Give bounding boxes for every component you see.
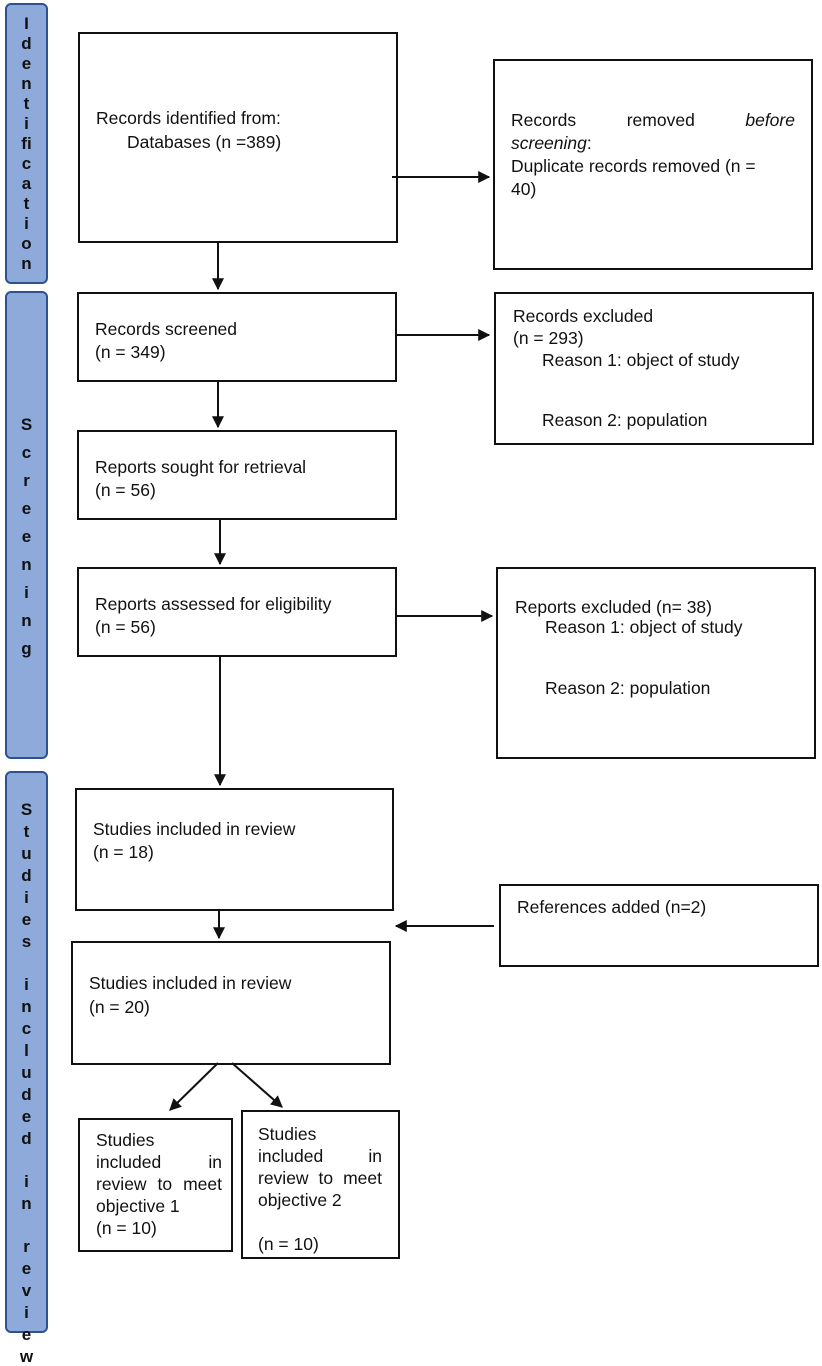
- phase-letter: d: [21, 34, 32, 53]
- records-excluded-reason-1: Reason 1: object of study: [542, 350, 740, 370]
- reports-excluded-label: Reports excluded (n= 38): [515, 597, 712, 617]
- phase-letter: i: [24, 1172, 29, 1191]
- arrow-included-to-objective-2: [231, 1062, 283, 1108]
- records-screened-box: Records screened (n = 349): [77, 292, 397, 382]
- studies-included-20-count: (n = 20): [89, 997, 150, 1017]
- reports-assessed-box: Reports assessed for eligibility (n = 56…: [77, 567, 397, 657]
- phase-letter: s: [21, 932, 32, 951]
- phase-letter: c: [21, 154, 32, 173]
- phase-letter: t: [23, 94, 30, 113]
- phase-letter: g: [21, 639, 32, 658]
- phase-letter: i: [24, 1303, 29, 1322]
- phase-letter: I: [24, 14, 29, 33]
- phase-letter: i: [24, 888, 29, 907]
- reports-excluded-reason-1: Reason 1: object of study: [545, 617, 743, 637]
- reports-excluded-reason-2: Reason 2: population: [545, 678, 711, 698]
- objective-1-count: (n = 10): [96, 1218, 157, 1238]
- objective-1-box: Studies included in review to meet objec…: [78, 1118, 233, 1252]
- studies-included-20-label: Studies included in review: [89, 973, 292, 993]
- phase-letter: n: [21, 74, 32, 93]
- records-identified-label: Records identified from:: [96, 108, 281, 128]
- records-removed-word-records: Records: [511, 110, 577, 130]
- phase-letter: n: [21, 1194, 32, 1213]
- phase-letter: e: [21, 1107, 32, 1126]
- phase-letter: l: [24, 1041, 29, 1060]
- phase-letter: i: [24, 214, 29, 233]
- records-removed-word-before: before: [745, 110, 795, 130]
- phase-letter: d: [21, 1085, 32, 1104]
- phase-letter: e: [21, 1259, 32, 1278]
- objective-1-text: Studies included in review to meet objec…: [96, 1130, 222, 1216]
- reports-sought-box: Reports sought for retrieval (n = 56): [77, 430, 397, 520]
- phase-letter: e: [21, 1325, 32, 1344]
- phase-letter: r: [23, 1237, 30, 1256]
- phase-letter: d: [21, 1129, 32, 1148]
- records-excluded-count: (n = 293): [513, 328, 584, 348]
- phase-letter: S: [20, 415, 33, 434]
- phase-letter: i: [24, 114, 29, 133]
- phase-letter: o: [21, 234, 32, 253]
- phase-letter: fi: [21, 134, 32, 153]
- phase-letter: i: [24, 975, 29, 994]
- reports-sought-count: (n = 56): [95, 480, 156, 500]
- phase-letter: w: [19, 1347, 34, 1366]
- phase-letter: r: [23, 471, 30, 490]
- studies-included-18-count: (n = 18): [93, 842, 154, 862]
- records-screened-count: (n = 349): [95, 342, 166, 362]
- phase-letter: e: [21, 499, 32, 518]
- records-removed-colon: :: [586, 133, 592, 153]
- records-excluded-label: Records excluded: [513, 306, 654, 326]
- arrow-included-to-objective-1: [169, 1062, 219, 1111]
- phase-letter: a: [21, 174, 32, 193]
- phase-letter: c: [21, 443, 32, 462]
- reports-excluded-box: Reports excluded (n= 38) Reason 1: objec…: [496, 567, 816, 759]
- phase-letter: S: [20, 800, 33, 819]
- studies-included-18-box: Studies included in review (n = 18): [75, 788, 394, 911]
- objective-2-box: Studies included in review to meet objec…: [241, 1110, 400, 1259]
- phase-letter: v: [21, 1281, 32, 1300]
- phase-letter: n: [21, 555, 32, 574]
- phase-letter: c: [21, 1019, 32, 1038]
- records-excluded-box: Records excluded (n = 293) Reason 1: obj…: [494, 292, 814, 445]
- records-identified-box: Records identified from: Databases (n =3…: [78, 32, 398, 243]
- databases-count: Databases (n =389): [127, 132, 282, 152]
- phase-letter: u: [21, 844, 32, 863]
- reports-assessed-label: Reports assessed for eligibility: [95, 594, 332, 614]
- records-screened-label: Records screened: [95, 319, 238, 339]
- phase-letter: n: [21, 254, 32, 273]
- phase-letter: u: [21, 1063, 32, 1082]
- phase-letter: e: [21, 910, 32, 929]
- phase-letter: n: [21, 997, 32, 1016]
- objective-2-text: Studies included in review to meet objec…: [258, 1124, 382, 1210]
- references-added-label: References added (n=2): [517, 897, 707, 917]
- phase-letter: e: [21, 527, 32, 546]
- objective-2-count: (n = 10): [258, 1234, 319, 1254]
- studies-included-18-label: Studies included in review: [93, 819, 296, 839]
- duplicate-records-label: Duplicate records removed (n =: [511, 156, 756, 176]
- studies-included-20-box: Studies included in review (n = 20): [71, 941, 391, 1065]
- phase-letter: n: [21, 611, 32, 630]
- phase-letter: t: [23, 194, 30, 213]
- records-removed-word-removed: removed: [626, 110, 695, 130]
- records-removed-box: Records removed before screening: Duplic…: [493, 59, 813, 270]
- phase-letter: d: [21, 866, 32, 885]
- duplicate-records-count: 40): [511, 179, 537, 199]
- phase-letter: i: [24, 583, 29, 602]
- reports-assessed-count: (n = 56): [95, 617, 156, 637]
- phase-letter: e: [21, 54, 32, 73]
- reports-sought-label: Reports sought for retrieval: [95, 457, 307, 477]
- references-added-box: References added (n=2): [499, 884, 819, 967]
- records-excluded-reason-2: Reason 2: population: [542, 410, 708, 430]
- records-removed-word-screening: screening: [511, 133, 587, 153]
- phase-letter: t: [23, 822, 30, 841]
